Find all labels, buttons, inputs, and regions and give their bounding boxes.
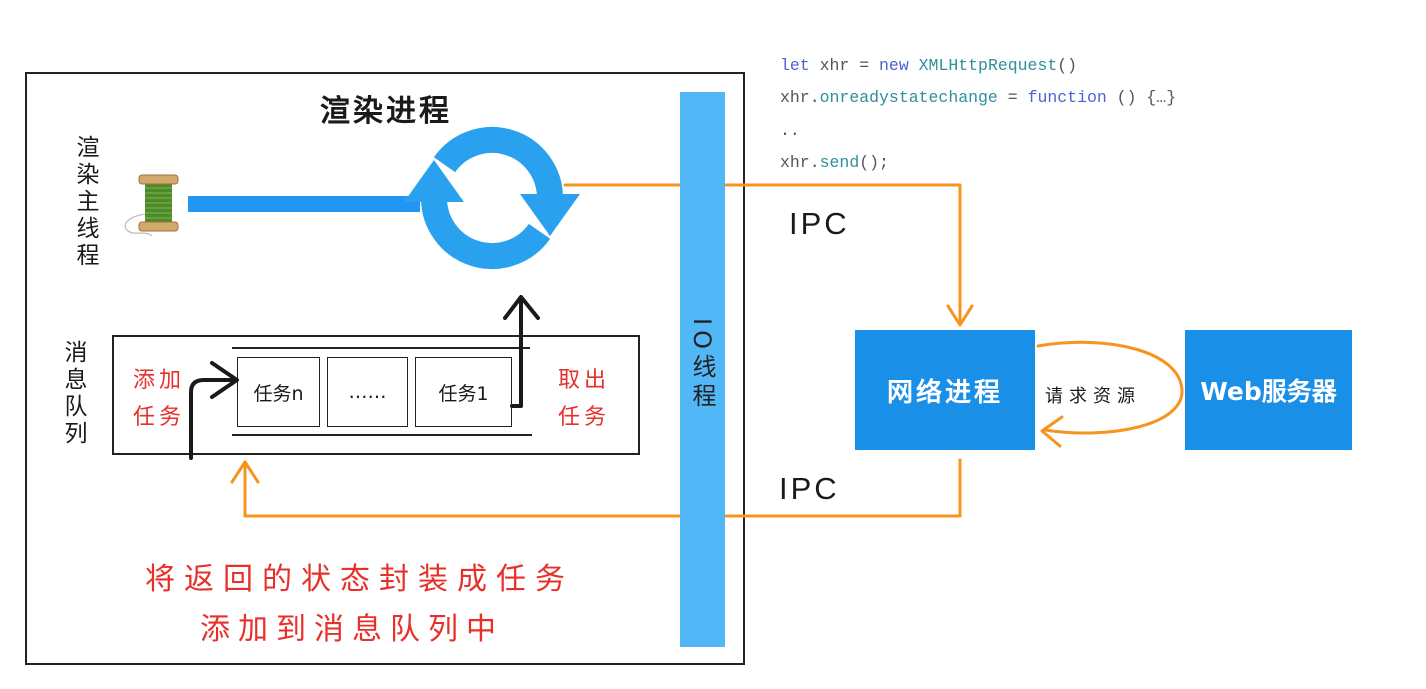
task-box-1: 任务1 bbox=[415, 357, 512, 427]
code-token: xhr = bbox=[809, 56, 880, 75]
refresh-cycle-icon bbox=[404, 126, 580, 270]
ipc-request-label: IPC bbox=[789, 206, 850, 241]
code-line: let xhr = new XMLHttpRequest() bbox=[780, 56, 1077, 76]
code-token-identifier: XMLHttpRequest bbox=[918, 56, 1058, 75]
message-queue-box bbox=[112, 335, 640, 455]
code-token: = bbox=[997, 88, 1028, 107]
refresh-arc-bottom bbox=[421, 197, 551, 270]
add-task-arrow bbox=[189, 361, 239, 460]
add-task-arrowhead bbox=[210, 361, 239, 399]
thread-spool-icon bbox=[124, 174, 179, 237]
add-task-label-line: 任务 bbox=[133, 405, 186, 430]
take-task-arrow-shaft bbox=[510, 300, 523, 408]
refresh-arc-top bbox=[433, 126, 563, 199]
take-task-arrowhead bbox=[503, 295, 540, 320]
code-token: () {…} bbox=[1106, 88, 1177, 107]
message-queue-label: 消息队列 bbox=[60, 340, 86, 448]
code-line: .. bbox=[780, 121, 800, 141]
spool-bottom-flange bbox=[138, 221, 179, 232]
spool-top-flange bbox=[138, 174, 179, 185]
code-token: (); bbox=[859, 153, 889, 172]
take-task-label-line: 取出 bbox=[558, 368, 611, 393]
add-task-label-line: 添加 bbox=[133, 368, 186, 393]
code-token-identifier: send bbox=[819, 153, 860, 172]
request-resource-arrowhead bbox=[1040, 415, 1064, 448]
take-task-arrow bbox=[503, 295, 540, 408]
main-thread-label: 渲染主线程 bbox=[72, 135, 98, 270]
render-process-title: 渲染进程 bbox=[320, 94, 452, 129]
web-server-box: Web服务器 bbox=[1185, 330, 1352, 450]
refresh-arrowhead-down bbox=[520, 194, 580, 236]
code-token-keyword: let bbox=[780, 56, 810, 75]
code-token: xhr. bbox=[780, 153, 820, 172]
spool-thread-windings bbox=[145, 187, 172, 219]
ipc-response-line bbox=[243, 458, 962, 518]
code-token: xhr. bbox=[780, 88, 820, 107]
code-line: xhr.send(); bbox=[780, 153, 889, 173]
annotation-note-line: 添加到消息队列中 bbox=[200, 612, 504, 647]
ipc-request-arrowhead bbox=[946, 304, 974, 327]
code-token: () bbox=[1057, 56, 1078, 75]
take-task-label-line: 任务 bbox=[558, 405, 611, 430]
ipc-response-arrowhead bbox=[230, 460, 260, 484]
io-thread-label: IO线程 bbox=[688, 318, 716, 412]
main-thread-bar bbox=[188, 196, 420, 212]
io-thread-bar bbox=[680, 92, 725, 647]
render-process-box bbox=[25, 72, 745, 665]
take-task-label: 取出 任务 bbox=[558, 362, 610, 436]
request-resource-curve bbox=[1036, 340, 1184, 435]
code-line: xhr.onreadystatechange = function () {…} bbox=[780, 88, 1176, 108]
code-token-keyword: function bbox=[1027, 88, 1107, 107]
annotation-note-line: 将返回的状态封装成任务 bbox=[145, 562, 574, 597]
refresh-arrowhead-up bbox=[404, 160, 464, 202]
network-process-box: 网络进程 bbox=[855, 330, 1035, 450]
code-token-keyword: new bbox=[879, 56, 919, 75]
task-box-n: 任务n bbox=[237, 357, 320, 427]
code-token-identifier: onreadystatechange bbox=[819, 88, 998, 107]
add-task-label: 添加 任务 bbox=[133, 362, 185, 436]
request-resource-label: 请求资源 bbox=[1045, 386, 1141, 407]
spool-thread-strand bbox=[124, 213, 153, 237]
code-token: .. bbox=[780, 121, 800, 140]
ipc-response-label: IPC bbox=[779, 471, 840, 506]
queue-rail-top bbox=[232, 347, 530, 349]
add-task-arrow-shaft bbox=[189, 378, 234, 460]
queue-rail-bottom bbox=[232, 434, 532, 436]
task-box-ellipsis: …… bbox=[327, 357, 408, 427]
